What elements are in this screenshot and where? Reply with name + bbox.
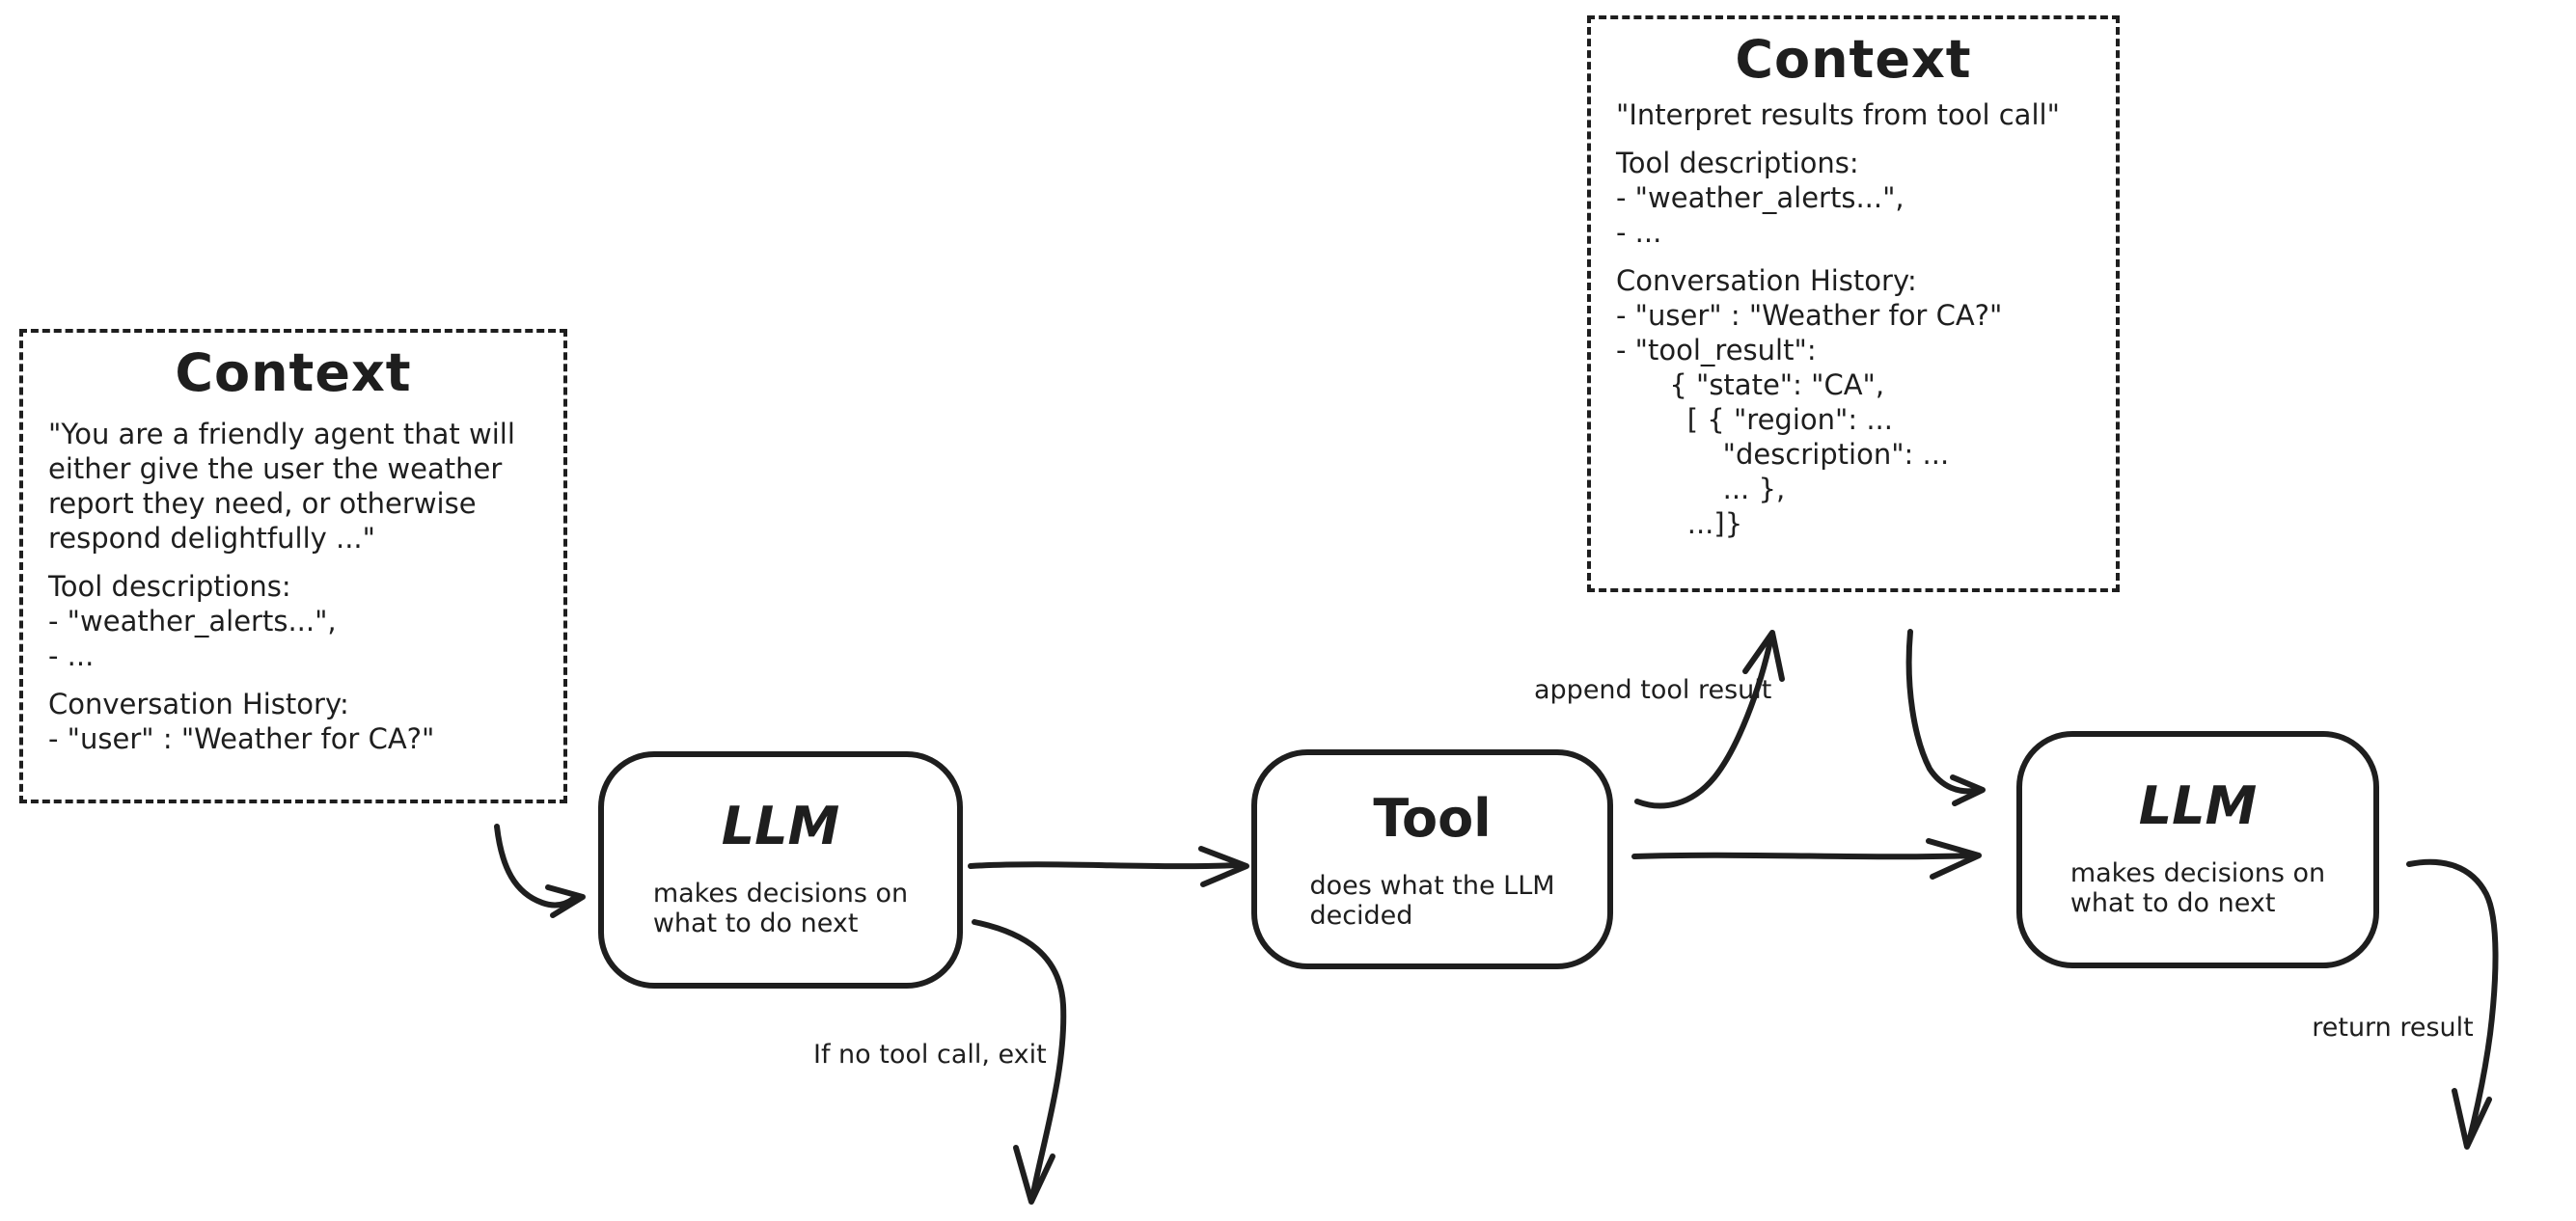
arrow-llm-exit-head <box>1013 1145 1055 1205</box>
node-tool-title: Tool <box>1373 788 1492 849</box>
context-text-line: - "tool_result": <box>1616 334 1817 366</box>
context-top-title: Context <box>1735 29 1972 90</box>
context-box-top: Context "Interpret results from tool cal… <box>1587 15 2120 592</box>
context-text-line: Tool descriptions: <box>48 570 291 603</box>
context-text-line <box>48 673 550 687</box>
arrow-context-to-llm-right-head <box>1950 774 1986 806</box>
arrow-context-left-to-llm <box>494 824 576 909</box>
arrow-llm-right-return-head <box>2452 1088 2492 1150</box>
label-append-tool-result: append tool result <box>1534 675 1772 705</box>
context-text-line <box>48 556 550 569</box>
context-text-line: - "user" : "Weather for CA?" <box>1616 299 2003 332</box>
context-text-line: either give the user the weather <box>48 452 503 485</box>
context-text-line: "You are a friendly agent that will <box>48 418 515 450</box>
context-text-line: - ... <box>48 639 95 672</box>
context-text-line <box>1616 250 2102 263</box>
node-llm-right-title: LLM <box>2138 775 2258 836</box>
arrow-llm-to-tool <box>968 861 1242 870</box>
arrow-context-left-to-llm-head <box>545 884 586 918</box>
context-text-line: Tool descriptions: <box>1616 147 1859 179</box>
arrow-llm-to-tool-head <box>1198 846 1249 887</box>
context-text-line: report they need, or otherwise <box>48 487 477 520</box>
arrow-tool-to-context-head <box>1742 630 1785 682</box>
label-return-result: return result <box>2312 1013 2474 1043</box>
context-top-body: "Interpret results from tool call" Tool d… <box>1591 97 2116 541</box>
context-text-line: "description": ... <box>1616 438 1950 471</box>
context-text-line: - "user" : "Weather for CA?" <box>48 722 435 755</box>
context-box-left: Context "You are a friendly agent that w… <box>19 329 567 803</box>
context-text-line: [ { "region": ... <box>1616 403 1893 436</box>
arrow-tool-to-llm-right-head <box>1926 838 1982 880</box>
context-text-line: ...]} <box>1616 507 1743 540</box>
context-text-line: { "state": "CA", <box>1616 368 1885 401</box>
context-text-line: ... }, <box>1616 473 1786 505</box>
node-llm-right-subtitle: makes decisions on what to do next <box>2069 858 2326 918</box>
context-left-title: Context <box>175 342 412 403</box>
context-text-line <box>1616 132 2102 146</box>
node-tool: Tool does what the LLM decided <box>1251 749 1613 969</box>
node-tool-subtitle: does what the LLM decided <box>1309 871 1555 931</box>
context-text-line: Conversation History: <box>48 688 349 720</box>
arrow-tool-to-context <box>1634 634 1774 809</box>
node-llm-right: LLM makes decisions on what to do next <box>2016 731 2379 968</box>
context-text-line: - ... <box>1616 216 1662 249</box>
label-if-no-tool-call-exit: If no tool call, exit <box>813 1040 1047 1070</box>
arrow-tool-to-llm-right <box>1631 852 1975 860</box>
context-text-line: Conversation History: <box>1616 264 1917 297</box>
context-text-line: - "weather_alerts...", <box>48 605 337 638</box>
context-text-line: "Interpret results from tool call" <box>1616 98 2060 131</box>
context-text-line: respond delightfully ..." <box>48 522 375 555</box>
node-llm-left-title: LLM <box>721 796 840 856</box>
node-llm-left-subtitle: makes decisions on what to do next <box>652 879 909 938</box>
context-text-line: - "weather_alerts...", <box>1616 181 1905 214</box>
arrow-context-to-llm-right <box>1905 629 1977 795</box>
arrow-llm-right-return <box>2406 858 2499 1145</box>
node-llm-left: LLM makes decisions on what to do next <box>598 751 963 989</box>
